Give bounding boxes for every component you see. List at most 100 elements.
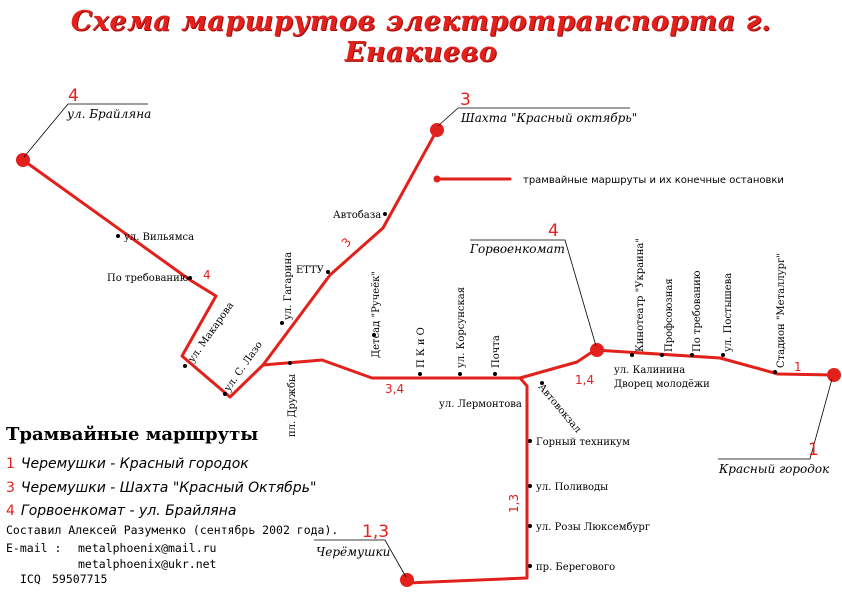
segment-labels: 4 3 3,4 1,4 1 1,3	[203, 235, 802, 513]
legend-route-3-num: 3	[6, 480, 15, 496]
leader-cheremushki	[314, 539, 407, 578]
stop-dot-ettu	[326, 270, 330, 274]
stop-dot-pkio	[418, 372, 422, 376]
segment-label-13: 1,3	[507, 494, 521, 513]
stop-dots	[116, 212, 777, 568]
terminal-dot-krasny-gorodok	[827, 368, 841, 382]
terminal-num-gorvoenkomat: 4	[548, 221, 559, 241]
route-line-center	[261, 358, 522, 380]
stop-label-avtovokzal: Автовокзал	[536, 382, 583, 435]
stop-dot-beregovogo	[528, 564, 532, 568]
route-line-east	[518, 348, 837, 380]
tram-lines	[21, 128, 837, 585]
stop-label-postysheva: ул. Постышева	[723, 273, 734, 352]
stop-label-profsoyuznaya: Профсоюзная	[664, 278, 675, 352]
segment-label-3: 3	[339, 235, 355, 250]
stop-dot-lazo	[223, 392, 227, 396]
stop-label-polivody: ул. Поливоды	[536, 482, 608, 493]
segment-label-34: 3,4	[385, 382, 404, 396]
stop-label-beregovogo: пр. Берегового	[536, 562, 615, 573]
stop-label-tekhnikum: Горный техникум	[536, 437, 630, 448]
terminal-dot-gorvoenkomat	[590, 343, 604, 357]
route-line-brailyana	[21, 158, 265, 399]
stop-dot-tekhnikum	[528, 439, 532, 443]
credits-email-2[interactable]: metalphoenix@ukr.net	[78, 557, 217, 571]
stop-dot-pochta	[493, 372, 497, 376]
stop-dot-makarova	[183, 364, 187, 368]
segment-label-4: 4	[203, 268, 211, 282]
terminal-num-cheremushki: 1,3	[362, 522, 389, 542]
legend-route-3: 3 Черемушки - Шахта "Красный Октябрь"	[6, 480, 316, 496]
terminal-num-krasny-gorodok: 1	[808, 440, 819, 460]
credits-icq: 59507715	[52, 572, 108, 586]
credits-email-1[interactable]: metalphoenix@mail.ru	[78, 541, 217, 555]
stop-label-po-treb-1: По требованию	[107, 273, 189, 284]
stop-label-detsad: Детсад "Ручеёк"	[371, 271, 382, 358]
terminal-names: ул. Брайляна Шахта "Красный октябрь" Гор…	[66, 107, 830, 559]
stop-dot-polivody	[528, 484, 532, 488]
legend-note: трамвайные маршруты и их конечные остано…	[523, 175, 784, 186]
credits-email-label: E-mail :	[6, 541, 62, 555]
legend-route-1-text: Черемушки - Красный городок	[20, 456, 249, 472]
route-line-south	[405, 376, 529, 585]
terminal-dot-shakhta	[430, 123, 444, 137]
leader-gorvoenkomat	[470, 239, 597, 347]
legend-route-1-num: 1	[6, 456, 15, 472]
stop-dot-avtovokzal	[540, 381, 544, 385]
legend-heading: Трамвайные маршруты	[6, 424, 259, 445]
segment-label-14: 1,4	[575, 373, 594, 387]
stop-dot-postysheva	[721, 353, 725, 357]
terminal-name-cheremushki: Черёмушки	[316, 545, 390, 559]
map-title: Схема маршрутов электротранспорта г. Ена…	[70, 6, 772, 68]
stop-dot-detsad	[372, 333, 376, 337]
terminal-route-numbers: 4 3 4 1 1,3	[68, 86, 819, 542]
credits-icq-label: ICQ	[20, 572, 41, 586]
stop-label-pkio: П К и О	[416, 327, 427, 368]
route-line-shakhta	[261, 128, 439, 367]
stop-dot-po-treb-2	[690, 353, 694, 357]
terminal-name-shakhta: Шахта "Красный октябрь"	[460, 111, 637, 125]
terminal-name-brailyana: ул. Брайляна	[66, 107, 151, 121]
leader-lines	[23, 103, 833, 578]
stop-dot-vilyamsa	[116, 234, 120, 238]
stop-label-pochta: Почта	[491, 335, 502, 368]
segment-label-1: 1	[794, 360, 802, 374]
stop-label-avtobaza: Автобаза	[333, 210, 381, 221]
credits-author: Составил Алексей Разуменко (сентябрь 200…	[6, 523, 339, 537]
stop-label-po-treb-2: По требованию	[692, 270, 703, 352]
leader-brailyana	[23, 103, 148, 158]
stop-dot-avtobaza	[383, 212, 387, 216]
stop-label-dvorets: Дворец молодёжи	[614, 379, 710, 390]
stop-dot-po-treb-1	[188, 276, 192, 280]
stop-labels-horizontal: ул. Вильямса По требованию ЕТТУ Автобаза…	[107, 210, 710, 573]
stop-dot-korsunskaya	[458, 372, 462, 376]
legend-route-3-text: Черемушки - Шахта "Красный Октябрь"	[20, 480, 317, 496]
stop-label-kinoteatr: Кинотеатр "Украина"	[635, 238, 646, 352]
stop-label-korsunskaya: ул. Корсунская	[456, 287, 467, 368]
terminal-num-shakhta: 3	[460, 90, 471, 110]
stop-dot-stadion	[773, 370, 777, 374]
legend-route-4-text: Горвоенкомат - ул. Брайляна	[20, 503, 237, 519]
terminal-num-brailyana: 4	[68, 86, 79, 106]
stop-dot-lyuksemburg	[528, 524, 532, 528]
terminal-name-gorvoenkomat: Горвоенкомат	[469, 242, 565, 256]
leader-shakhta	[437, 107, 630, 127]
stop-label-lyuksemburg: ул. Розы Люксембург	[536, 522, 650, 533]
legend-route-1: 1 Черемушки - Красный городок	[6, 456, 249, 472]
stop-dot-gagarina	[280, 321, 284, 325]
stop-label-ettu: ЕТТУ	[296, 265, 325, 276]
terminal-dot-brailyana	[16, 153, 30, 167]
stop-label-vilyamsa: ул. Вильямса	[124, 232, 194, 243]
leader-krasny-gorodok	[718, 378, 833, 460]
stop-label-druzhby: пл. Дружбы	[287, 374, 298, 437]
legend-sample-dot	[433, 175, 441, 183]
stop-dot-druzhby	[288, 361, 292, 365]
stop-label-lermontova: ул. Лермонтова	[439, 399, 522, 410]
stop-label-stadion: Стадион "Металлург"	[776, 253, 787, 368]
stop-dot-kinoteatr	[630, 353, 634, 357]
stop-label-gagarina: ул. Гагарина	[283, 252, 294, 320]
stop-label-kalinina: ул. Калинина	[614, 365, 685, 376]
stop-dot-profsoyuznaya	[660, 353, 664, 357]
